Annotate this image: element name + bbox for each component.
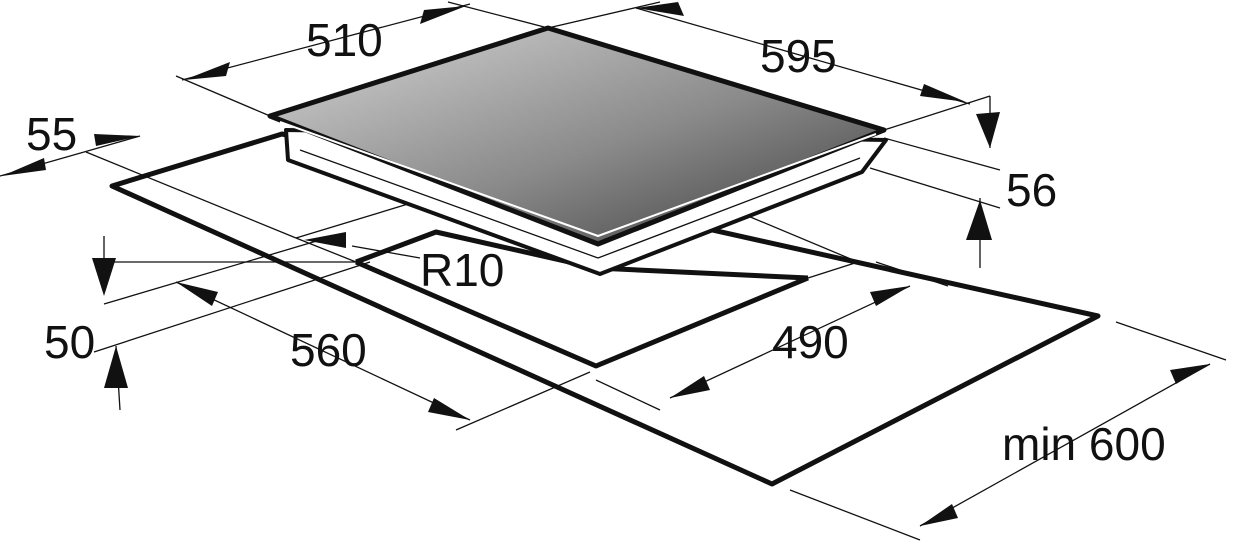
dimension-hob-width: 595 bbox=[760, 30, 837, 82]
dimension-side-gap: 50 bbox=[44, 316, 95, 368]
dimension-lines bbox=[0, 1, 1227, 541]
cutout-outline bbox=[355, 229, 809, 281]
cutout-back-edge bbox=[295, 203, 409, 239]
dimension-cutout-depth: 490 bbox=[772, 316, 849, 368]
cutout-left-hidden bbox=[295, 237, 357, 263]
dimension-cutout-width: 560 bbox=[290, 324, 367, 376]
cutout-front-edge bbox=[355, 259, 809, 369]
worktop-outline bbox=[109, 131, 1101, 487]
hob-body-inner bbox=[299, 149, 599, 259]
dimension-hob-depth: 510 bbox=[306, 14, 383, 66]
dimension-front-gap: 55 bbox=[26, 108, 77, 160]
hob-glass-rim bbox=[279, 121, 877, 238]
dimension-hob-height: 56 bbox=[1006, 164, 1057, 216]
cutout-right-edge bbox=[747, 215, 860, 279]
dimension-min-worktop: min 600 bbox=[1002, 418, 1166, 470]
dimension-corner-radius: R10 bbox=[420, 244, 504, 296]
hob-body-inner-right bbox=[597, 157, 861, 259]
dimension-arrows bbox=[2, 2, 1210, 526]
